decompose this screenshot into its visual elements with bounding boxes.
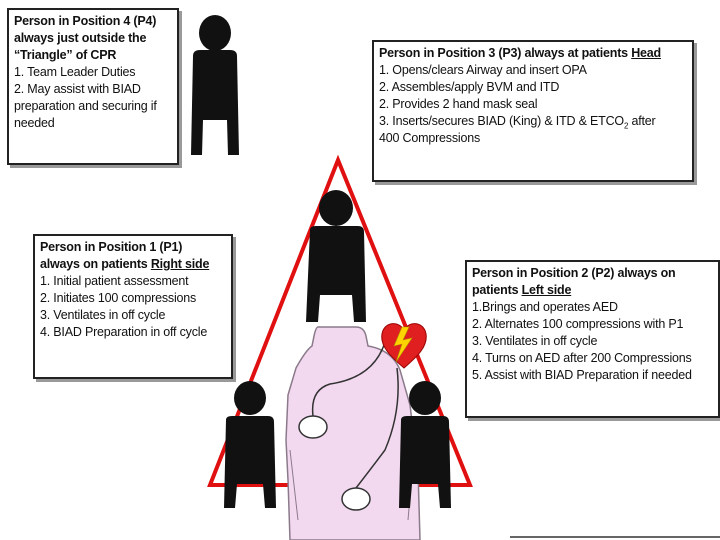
p1-item-4: 4. BIAD Preparation in off cycle [40, 325, 208, 339]
p4-item-1: 1. Team Leader Duties [14, 65, 136, 79]
p1-item-2: 2. Initiates 100 compressions [40, 291, 197, 305]
person-icon-p4 [191, 15, 239, 155]
p3-item-4-text: 3. Inserts/secures BIAD (King) & ITD & E… [379, 114, 624, 128]
p4-title-line-2: always just outside the [14, 31, 147, 45]
p4-info-box: Person in Position 4 (P4) always just ou… [7, 8, 179, 165]
p2-title-emphasis: Left side [521, 283, 572, 297]
p3-info-box: Person in Position 3 (P3) always at pati… [372, 40, 694, 182]
p1-item-3: 3. Ventilates in off cycle [40, 308, 166, 322]
p4-title-line-3: “Triangle” of CPR [14, 48, 117, 62]
p2-title-line-1: Person in Position 2 (P2) always on [472, 266, 676, 280]
p1-info-box: Person in Position 1 (P1) always on pati… [33, 234, 233, 379]
p1-item-1: 1. Initial patient assessment [40, 274, 189, 288]
p3-title-emphasis: Head [631, 46, 661, 60]
person-icon-p1 [224, 381, 276, 508]
aed-pads [298, 344, 399, 511]
p3-item-4-subscript: 2 [623, 121, 629, 131]
patient-arm-left-edge [289, 449, 299, 521]
p4-title-line-1: Person in Position 4 (P4) [14, 14, 157, 28]
p2-item-5: 5. Assist with BIAD Preparation if neede… [472, 368, 692, 382]
p2-item-4: 4. Turns on AED after 200 Compressions [472, 351, 692, 365]
p2-title-text: patients [472, 283, 522, 297]
p1-title-emphasis: Right side [150, 257, 210, 271]
p3-item-4: 3. Inserts/secures BIAD (King) & ITD & E… [379, 113, 687, 130]
aed-pad-lower [341, 487, 371, 511]
person-icon-p3 [306, 190, 366, 322]
aed-heart-icon [381, 323, 427, 369]
p3-title: Person in Position 3 (P3) always at pati… [379, 45, 687, 62]
p2-item-2: 2. Alternates 100 compressions with P1 [472, 317, 684, 331]
p1-title-line-1: Person in Position 1 (P1) [40, 240, 183, 254]
person-icon-p2 [399, 381, 451, 508]
p3-item-4-line-2: 400 Compressions [379, 131, 481, 145]
p2-item-1: 1.Brings and operates AED [472, 300, 618, 314]
lightning-bolt-icon [393, 326, 413, 363]
p1-title-line-2: always on patients Right side [40, 256, 226, 273]
p3-item-3: 2. Provides 2 hand mask seal [379, 97, 538, 111]
p2-title-line-2: patients Left side [472, 282, 713, 299]
p4-item-2: 2. May assist with BIAD preparation and … [14, 82, 157, 130]
p3-item-1: 1. Opens/clears Airway and insert OPA [379, 63, 587, 77]
p3-title-text: Person in Position 3 (P3) always at pati… [379, 46, 632, 60]
p3-item-4-tail: after [628, 114, 656, 128]
aed-pad-upper [298, 415, 328, 439]
aed-wire-lower [355, 367, 399, 489]
p2-item-3: 3. Ventilates in off cycle [472, 334, 598, 348]
patient-torso [285, 326, 421, 540]
p2-info-box: Person in Position 2 (P2) always on pati… [465, 260, 720, 418]
p1-title-text: always on patients [40, 257, 151, 271]
p3-item-2: 2. Assembles/apply BVM and ITD [379, 80, 560, 94]
aed-wire-upper [311, 344, 385, 417]
